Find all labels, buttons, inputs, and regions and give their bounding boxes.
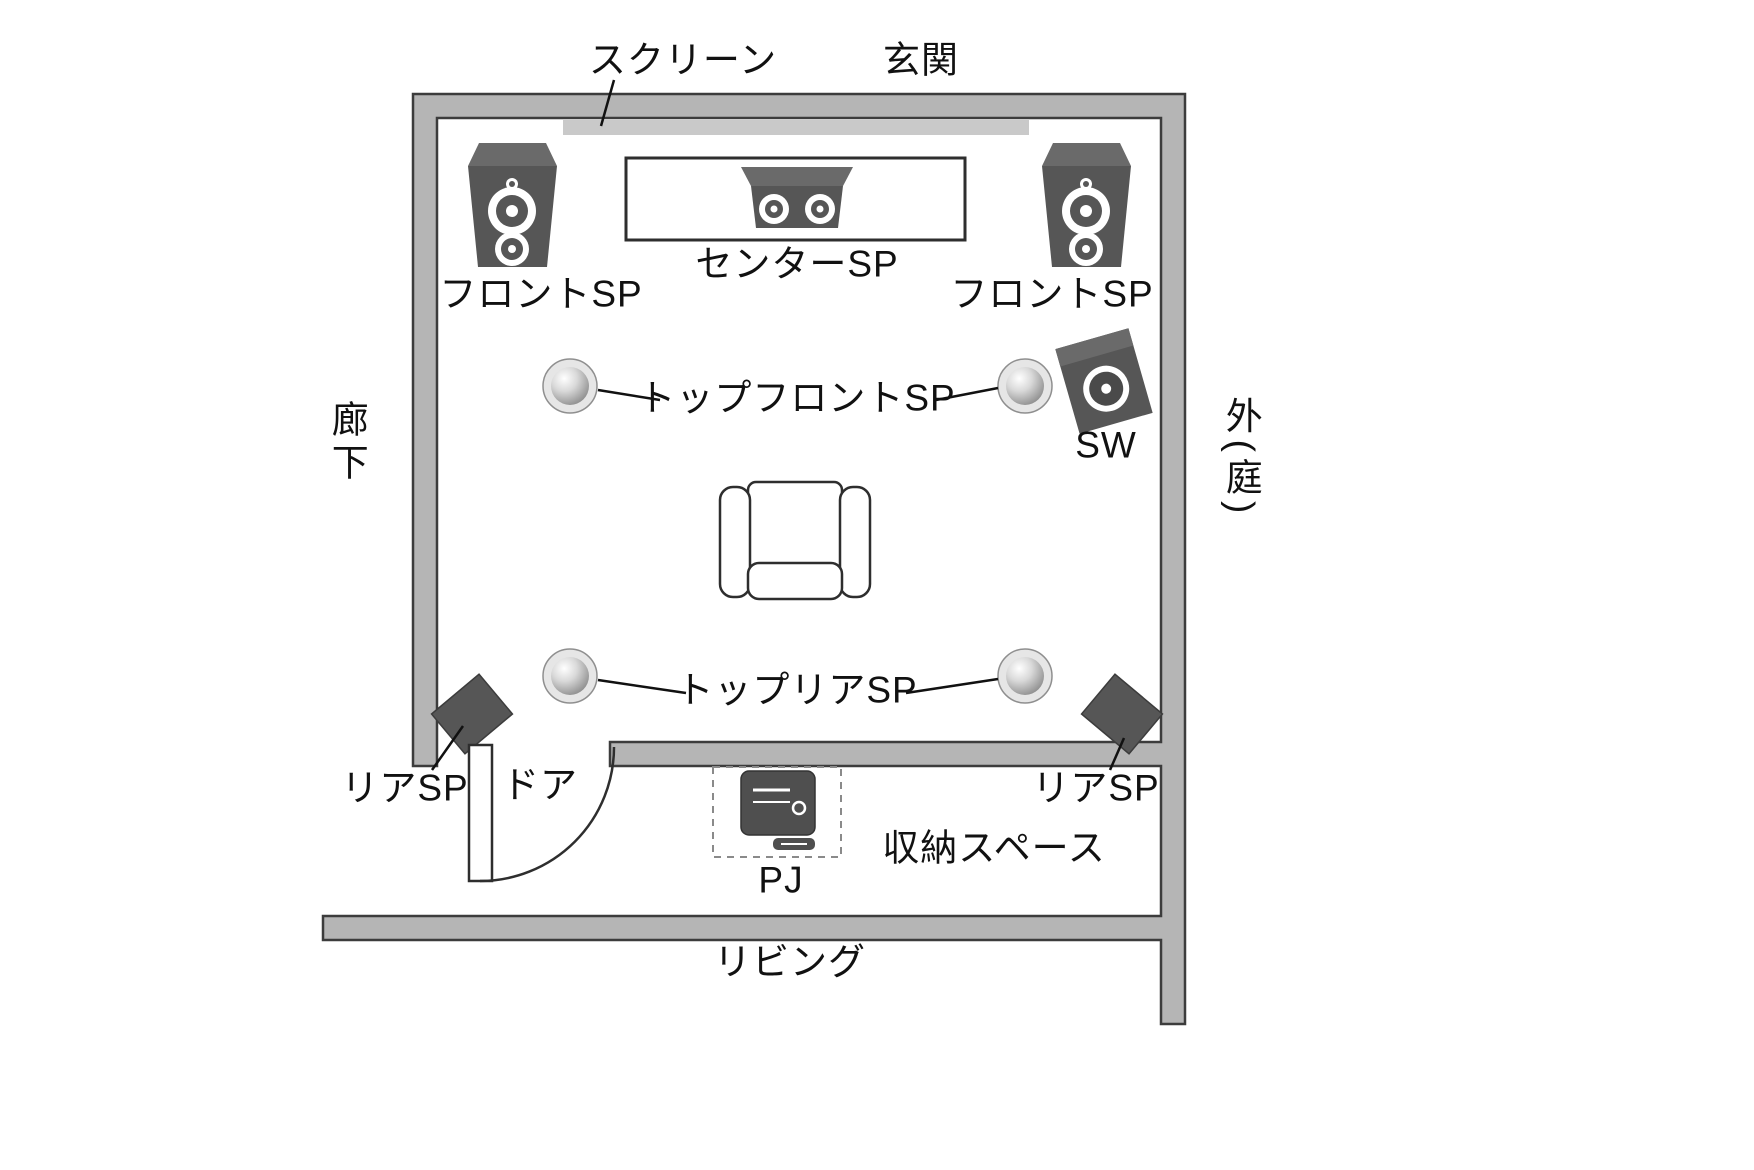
room-walls (321, 92, 1187, 1026)
screen-label: スクリーン (588, 39, 778, 81)
top-rear-pointer-left (597, 678, 687, 695)
rear-speaker-right-icon (1080, 673, 1164, 755)
top-rear-speaker-right-icon (997, 648, 1053, 704)
projector-label: PJ (758, 859, 804, 901)
screen-pointer-line (599, 79, 616, 127)
entrance-label: 玄関 (883, 39, 959, 81)
corridor-label: 廊下 (326, 400, 368, 486)
rear-left-pointer (430, 725, 465, 771)
top-rear-sp-label: トップリアSP (676, 669, 918, 711)
living-label: リビング (714, 941, 866, 983)
outside-garden-label: 外(庭) (1220, 396, 1262, 520)
rear-sp-right-label: リアSP (1032, 767, 1160, 809)
front-sp-right-label: フロントSP (950, 273, 1154, 315)
top-rear-speaker-left-icon (542, 648, 598, 704)
screen-shape (563, 120, 1029, 135)
front-speaker-right-icon (1042, 143, 1131, 267)
top-rear-pointer-right (905, 677, 999, 695)
top-front-pointer-right (935, 386, 999, 402)
storage-label: 収納スペース (882, 827, 1106, 869)
armchair-icon (718, 480, 872, 601)
subwoofer-label: SW (1075, 424, 1137, 466)
center-sp-label: センターSP (695, 243, 899, 285)
center-speaker-icon (741, 167, 853, 228)
projector-icon (740, 770, 816, 850)
top-front-speaker-left-icon (542, 358, 598, 414)
door-leaf (467, 743, 494, 883)
door-label: ドア (502, 764, 578, 806)
rear-speaker-left-icon (430, 673, 514, 755)
top-front-speaker-right-icon (997, 358, 1053, 414)
front-speaker-left-icon (468, 143, 557, 267)
rear-sp-left-label: リアSP (341, 767, 469, 809)
front-sp-left-label: フロントSP (439, 273, 643, 315)
top-front-pointer-left (597, 388, 661, 402)
rear-right-pointer (1108, 737, 1126, 771)
subwoofer-icon (1055, 328, 1153, 434)
projector-zone (712, 766, 842, 858)
door-swing-arc (479, 746, 616, 883)
top-front-sp-label: トップフロントSP (638, 377, 956, 419)
